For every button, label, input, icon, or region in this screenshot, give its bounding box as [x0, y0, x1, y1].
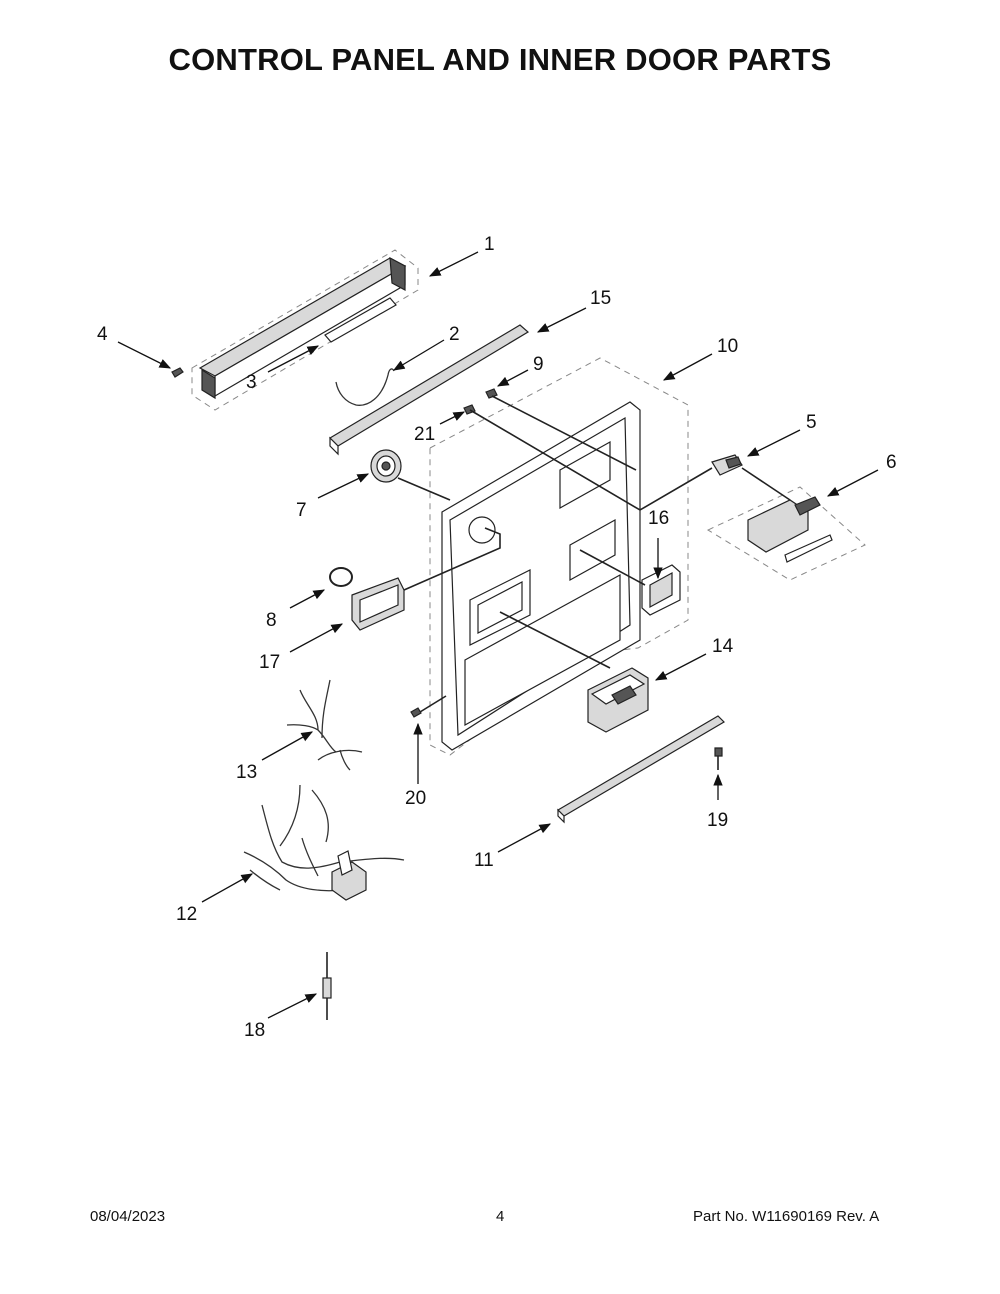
- wire-harness-part-12: [243, 784, 405, 901]
- callout-20: 20: [405, 788, 426, 809]
- callout-9: 9: [533, 354, 544, 375]
- detergent-dispenser-part: [587, 667, 649, 733]
- inner-door-part: [429, 357, 689, 756]
- footer-date: 08/04/2023: [90, 1208, 166, 1225]
- callout-21: 21: [414, 424, 435, 445]
- callout-2: 2: [449, 324, 460, 345]
- screw-part-9: [485, 388, 498, 399]
- dispenser-part: [351, 577, 405, 631]
- callout-leaders: [117, 251, 879, 1019]
- callout-19: 19: [707, 810, 728, 831]
- wire-part-2: [335, 368, 395, 406]
- callout-11: 11: [474, 850, 494, 871]
- callout-6: 6: [886, 452, 897, 473]
- page-title: CONTROL PANEL AND INNER DOOR PARTS: [168, 42, 832, 77]
- footer-page-number: 4: [496, 1208, 505, 1225]
- wire-harness-part-13: [286, 679, 363, 771]
- control-board-part: [706, 486, 866, 581]
- o-ring-part: [329, 567, 353, 587]
- callout-18: 18: [244, 1020, 265, 1041]
- screw-part-19: [714, 747, 723, 770]
- callout-4: 4: [97, 324, 108, 345]
- callout-8: 8: [266, 610, 277, 631]
- callout-3: 3: [246, 372, 257, 393]
- callout-7: 7: [296, 500, 307, 521]
- footer-part-number: Part No. W11690169 Rev. A: [693, 1208, 880, 1225]
- callout-5: 5: [806, 412, 817, 433]
- screw-part-4: [171, 367, 184, 378]
- callout-15: 15: [590, 288, 611, 309]
- callout-10: 10: [717, 336, 738, 357]
- sensor-part: [322, 952, 332, 1020]
- callout-14: 14: [712, 636, 734, 657]
- callout-17: 17: [259, 652, 280, 673]
- vent-ring-part: [370, 449, 402, 483]
- screw-part-20: [410, 707, 422, 718]
- pointer-lines: [397, 395, 791, 713]
- trim-bar-part: [557, 715, 725, 824]
- control-panel-part: [191, 249, 419, 411]
- callout-13: 13: [236, 762, 257, 783]
- callout-16: 16: [648, 508, 669, 529]
- callout-1: 1: [484, 234, 495, 255]
- hinge-bracket-part: [641, 564, 681, 616]
- gasket-strip-part: [329, 324, 530, 456]
- door-switch-part: [711, 454, 743, 476]
- callout-12: 12: [176, 904, 197, 925]
